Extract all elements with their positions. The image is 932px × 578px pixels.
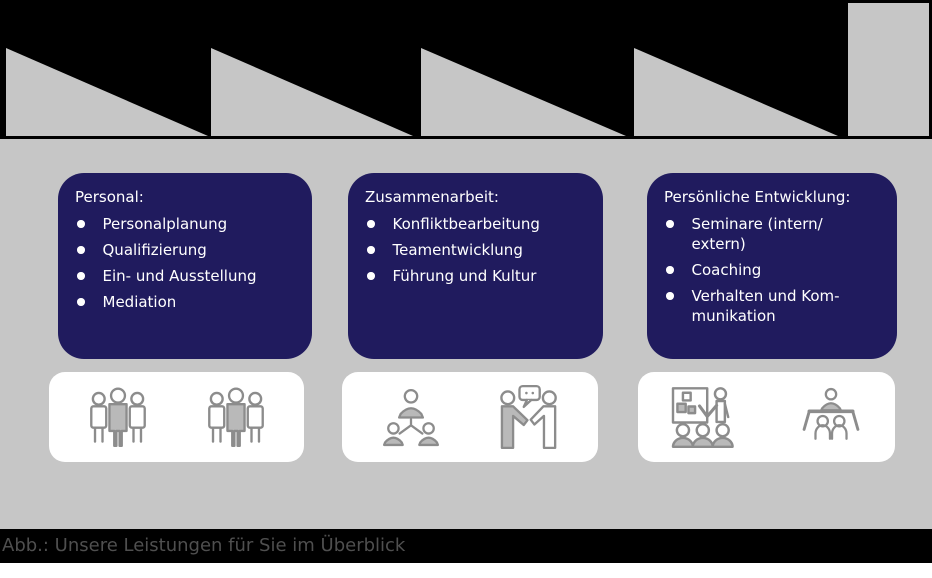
- org-hierarchy-icon: [382, 388, 440, 447]
- team-group-icon: [89, 387, 146, 448]
- list-item: Konfliktbearbeitung: [365, 214, 591, 234]
- banner-baseline: [0, 136, 932, 139]
- bullet-icon: [666, 266, 674, 274]
- conversation-icon: [500, 384, 557, 450]
- bullet-icon: [367, 272, 375, 280]
- card-title: Zusammenarbeit:: [365, 188, 499, 206]
- list-item-label: Seminare (intern/ extern): [691, 215, 823, 253]
- list-item: Qualifizierung: [75, 240, 300, 260]
- banner-right-edge: [929, 0, 932, 139]
- factory-roofline-banner: [0, 0, 932, 139]
- card-personal: Personal: Personalplanung Qualifizierung…: [58, 173, 312, 359]
- list-item: Personalplanung: [75, 214, 300, 234]
- bullet-icon: [77, 220, 85, 228]
- bullet-icon: [666, 220, 674, 228]
- figure-caption-bar: Abb.: Unsere Leistungen für Sie im Überb…: [0, 529, 932, 563]
- icon-box-persoenliche-entwicklung: [638, 372, 895, 462]
- banner-right-top-edge: [848, 0, 932, 3]
- card-title: Persönliche Entwicklung:: [664, 188, 851, 206]
- card-title: Personal:: [75, 188, 144, 206]
- roof-teeth: [6, 48, 838, 136]
- bullet-icon: [666, 292, 674, 300]
- list-item-label: Verhalten und Kom- munikation: [691, 287, 840, 325]
- bullet-icon: [77, 246, 85, 254]
- list-item: Coaching: [664, 260, 885, 280]
- team-group-icon: [207, 387, 264, 448]
- bullet-icon: [77, 298, 85, 306]
- bullet-icon: [367, 246, 375, 254]
- list-item-label: Teamentwicklung: [392, 241, 523, 259]
- card-persoenliche-entwicklung: Persönliche Entwicklung: Seminare (inter…: [647, 173, 897, 359]
- icon-box-personal: [49, 372, 304, 462]
- list-item-label: Ein- und Ausstellung: [102, 267, 257, 285]
- list-item: Seminare (intern/ extern): [664, 214, 885, 254]
- card-zusammenarbeit: Zusammenarbeit: Konfliktbearbeitung Team…: [348, 173, 603, 359]
- list-item-label: Coaching: [691, 261, 762, 279]
- list-item-label: Qualifizierung: [102, 241, 207, 259]
- bullet-icon: [367, 220, 375, 228]
- list-item: Führung und Kultur: [365, 266, 591, 286]
- list-item-label: Mediation: [102, 293, 177, 311]
- icon-box-zusammenarbeit: [342, 372, 598, 462]
- list-item: Teamentwicklung: [365, 240, 591, 260]
- banner-top-band: [0, 0, 848, 48]
- list-item-label: Personalplanung: [102, 215, 228, 233]
- bullet-icon: [77, 272, 85, 280]
- list-item: Ein- und Ausstellung: [75, 266, 300, 286]
- list-item-label: Konfliktbearbeitung: [392, 215, 540, 233]
- meeting-table-icon: [802, 387, 859, 440]
- list-item: Mediation: [75, 292, 300, 312]
- presentation-icon: [671, 387, 734, 449]
- list-item: Verhalten und Kom- munikation: [664, 286, 885, 326]
- figure-caption-label: Abb.: Unsere Leistungen für Sie im Überb…: [2, 535, 406, 556]
- list-item-label: Führung und Kultur: [392, 267, 537, 285]
